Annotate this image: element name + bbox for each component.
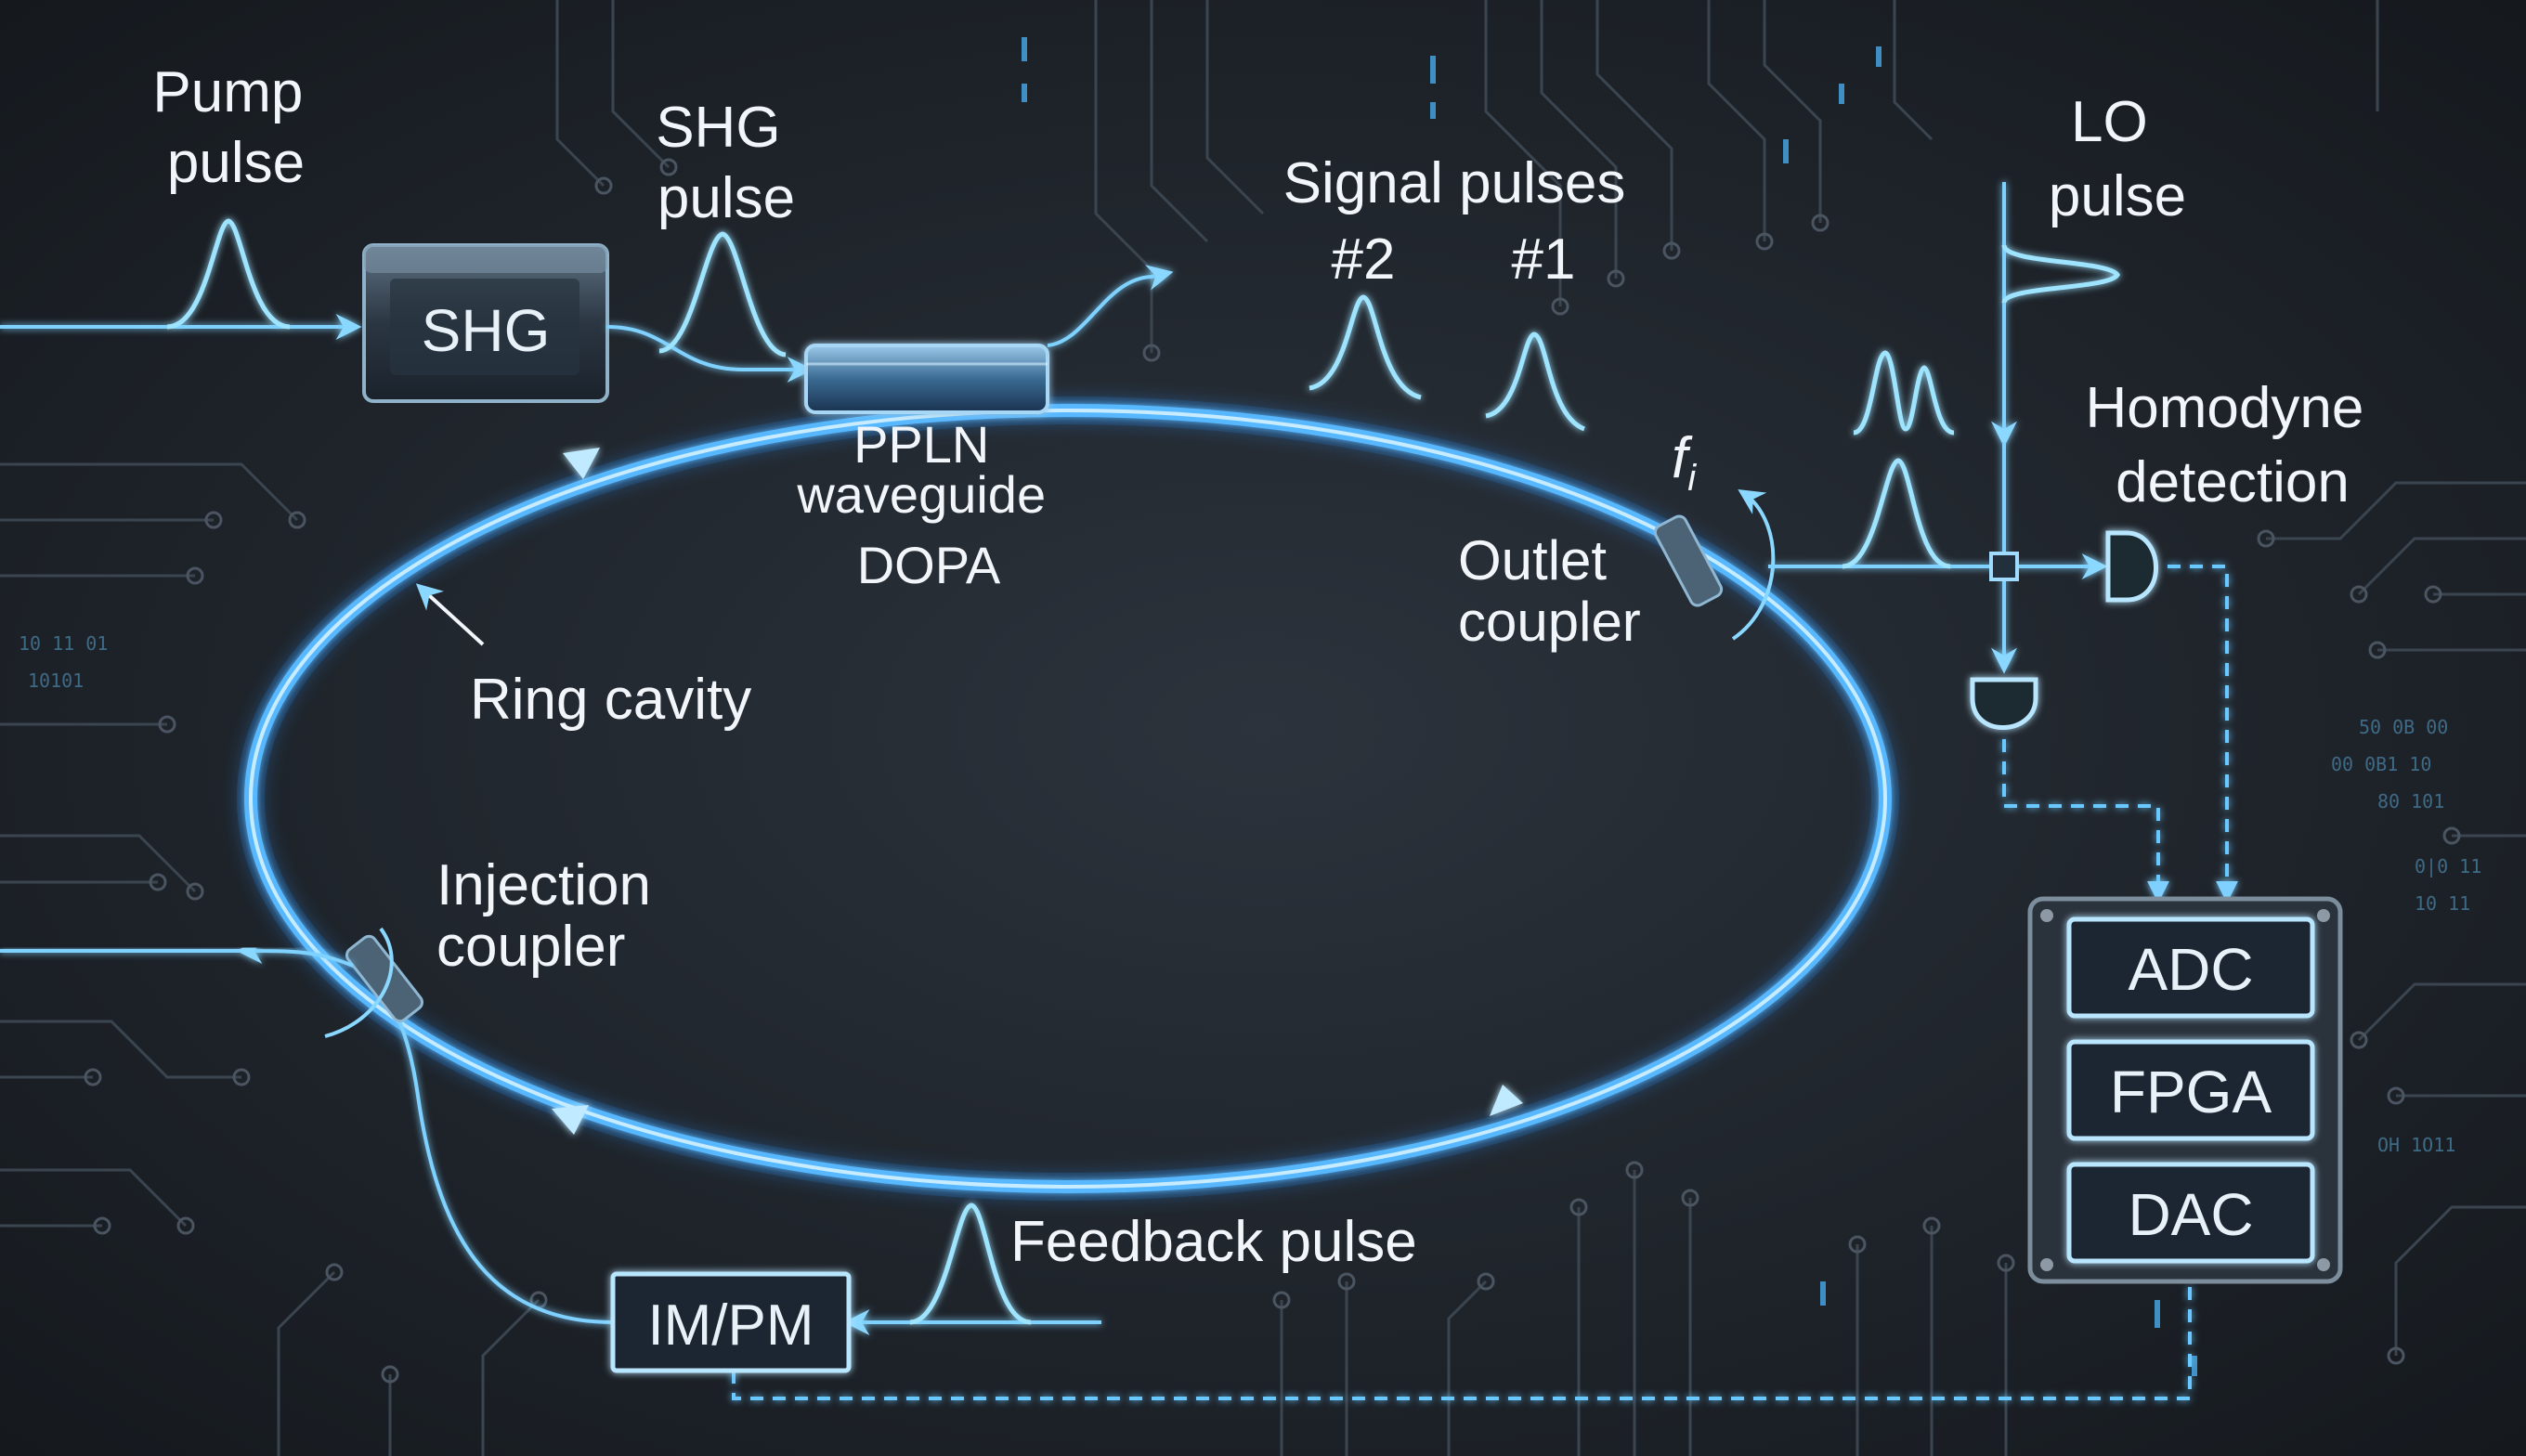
outlet-coupler [1653, 488, 1776, 641]
binary-decoration: 10 11 01 10101 50 0B 00 00 0B1 10 80 101… [19, 632, 2481, 1156]
adc-label: ADC [2128, 936, 2253, 1003]
lo-path [1991, 182, 2120, 674]
lo-pulse-shape [2001, 244, 2120, 305]
ring-cavity-label: Ring cavity [470, 668, 751, 732]
shg-path [606, 231, 814, 383]
ppln-output [1047, 265, 1174, 347]
shg-pulse-shape [658, 231, 787, 358]
svg-text:10101: 10101 [28, 670, 84, 692]
svg-text:SHG: SHG [422, 297, 551, 364]
fpga-block [2066, 1039, 2315, 1141]
svg-text:10 11 01: 10 11 01 [19, 632, 108, 655]
injection-output [0, 938, 354, 968]
dac-block [2066, 1162, 2315, 1264]
adc-block [2066, 916, 2315, 1019]
signal-1-label: #1 [1512, 228, 1576, 292]
electronics-module: ADC FPGA DAC [2027, 896, 2343, 1284]
labels: Pump pulse SHG pulse Signal pulses #2 #1… [152, 60, 2379, 1274]
ring-cavity-pointer [415, 583, 485, 646]
injection-coupler-label: Injection coupler [436, 853, 667, 979]
outlet-pulse-inset [1853, 350, 1955, 436]
outlet-coupler-label: Outlet coupler [1458, 529, 1641, 653]
photodetector-right [2105, 530, 2158, 603]
ppln-waveguide [804, 344, 1049, 414]
pump-pulse-label: Pump pulse [152, 60, 319, 195]
beam-splitter [1989, 552, 2019, 581]
pump-path [0, 218, 362, 340]
signal-pulses [1309, 294, 1586, 432]
signal-2-label: #2 [1332, 228, 1396, 292]
ring-cavity [237, 396, 1899, 1201]
svg-text:10 11: 10 11 [2415, 892, 2470, 915]
ring-arrow-bottom-right [1490, 1085, 1523, 1116]
homodyne-label: Homodyne detection [2085, 376, 2379, 514]
svg-text:OH 1O11: OH 1O11 [2377, 1134, 2455, 1156]
svg-text:0|0 11: 0|0 11 [2415, 855, 2481, 878]
svg-text:00 0B1 10: 00 0B1 10 [2331, 753, 2431, 775]
signal-pulse-1 [1485, 332, 1586, 432]
im-pm-modulator: IM/PM [610, 1271, 852, 1373]
fpga-label: FPGA [2110, 1059, 2272, 1125]
feedback-pulse-label: Feedback pulse [1010, 1210, 1417, 1274]
outlet-path [1768, 350, 2108, 579]
ring-arrow-bottom-left [552, 1105, 589, 1135]
ring-direction-arrows [552, 448, 1523, 1135]
pump-pulse-shape [166, 218, 291, 330]
injection-coupler [324, 927, 424, 1038]
feedback-pulse-shape [909, 1202, 1032, 1325]
ppln-label: PPLN waveguide DOPA [796, 415, 1060, 594]
dac-label: DAC [2128, 1181, 2253, 1248]
shg-pulse-label: SHG pulse [656, 96, 797, 230]
signal-pulse-2 [1309, 294, 1422, 400]
shg-crystal: SHG [362, 243, 609, 403]
ring-arrow-top-left [563, 448, 600, 479]
svg-text:80 101: 80 101 [2377, 790, 2444, 812]
signal-pulses-label: Signal pulses [1283, 151, 1626, 215]
outlet-pulse-shape [1842, 458, 1951, 569]
lo-pulse-label: LO pulse [2049, 90, 2186, 228]
svg-text:50 0B 00: 50 0B 00 [2359, 716, 2448, 738]
photodetector-bottom [1970, 677, 2038, 730]
svg-text:IM/PM: IM/PM [647, 1294, 814, 1358]
